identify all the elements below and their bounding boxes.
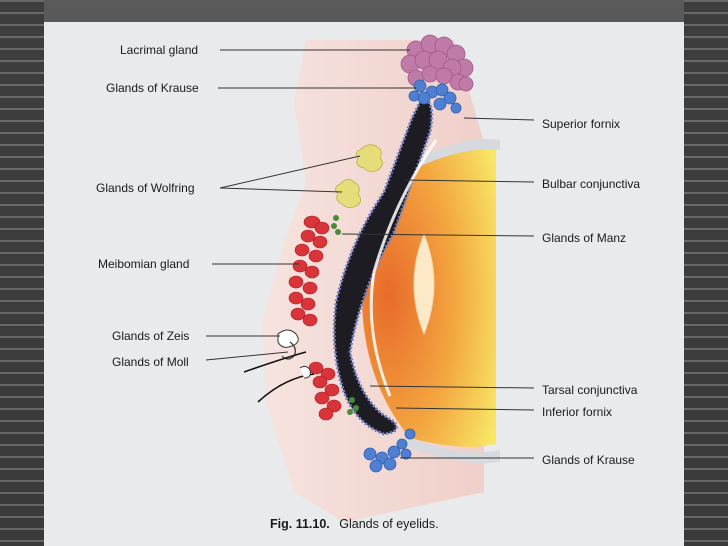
eyeball-rim-lower	[404, 438, 500, 464]
label-inferior-fornix: Inferior fornix	[542, 405, 612, 419]
lower-lid-small-glands	[347, 397, 359, 415]
leader-wolfring-lower	[219, 187, 343, 193]
leader-moll	[205, 351, 289, 361]
label-glands-of-krause-bottom: Glands of Krause	[542, 453, 635, 467]
leader-inferior-fornix	[395, 407, 535, 411]
upper-krause-glands	[408, 79, 462, 114]
label-glands-of-zeis: Glands of Zeis	[112, 329, 189, 343]
leader-manz	[341, 233, 535, 237]
meibomian-gland	[288, 215, 342, 421]
leader-wolfring-upper	[219, 155, 361, 189]
caption-figure-number: Fig. 11.10.	[270, 517, 330, 531]
label-bulbar-conjunctiva: Bulbar conjunctiva	[542, 177, 640, 191]
leader-superior-fornix	[463, 117, 535, 121]
label-lacrimal-gland: Lacrimal gland	[120, 43, 198, 57]
lens	[413, 232, 435, 336]
label-meibomian-gland: Meibomian gland	[98, 257, 189, 271]
right-decorative-stripes	[684, 0, 728, 546]
leader-bulbar-conjunctiva	[403, 179, 535, 183]
conjunctival-sac	[332, 96, 434, 436]
label-tarsal-conjunctiva: Tarsal conjunctiva	[542, 383, 638, 397]
label-glands-of-krause-top: Glands of Krause	[106, 81, 199, 95]
wolfring-gland-lower	[335, 179, 361, 208]
eyeball-rim	[410, 138, 500, 168]
wolfring-gland-upper	[356, 144, 383, 172]
figure-page: Lacrimal gland Glands of Krause Glands o…	[44, 22, 684, 546]
left-decorative-stripes	[0, 0, 44, 546]
caption-text: Glands of eyelids.	[339, 517, 438, 531]
zeis-gland	[277, 329, 299, 348]
manz-glands	[331, 215, 341, 235]
lower-krause-glands	[363, 428, 416, 473]
lash-follicle	[299, 365, 311, 379]
label-superior-fornix: Superior fornix	[542, 117, 620, 131]
eyelid-glands-diagram: Lacrimal gland Glands of Krause Glands o…	[96, 34, 640, 531]
lacrimal-gland-cluster	[400, 34, 474, 92]
bulbar-conjunctiva-line	[369, 139, 438, 397]
figure-caption: Fig. 11.10. Glands of eyelids.	[270, 517, 439, 531]
label-glands-of-moll: Glands of Moll	[112, 355, 189, 369]
label-glands-of-wolfring: Glands of Wolfring	[96, 181, 195, 195]
leader-tarsal-conjunctiva	[369, 385, 535, 389]
label-glands-of-manz: Glands of Manz	[542, 231, 626, 245]
eyelash-upper	[243, 351, 307, 373]
